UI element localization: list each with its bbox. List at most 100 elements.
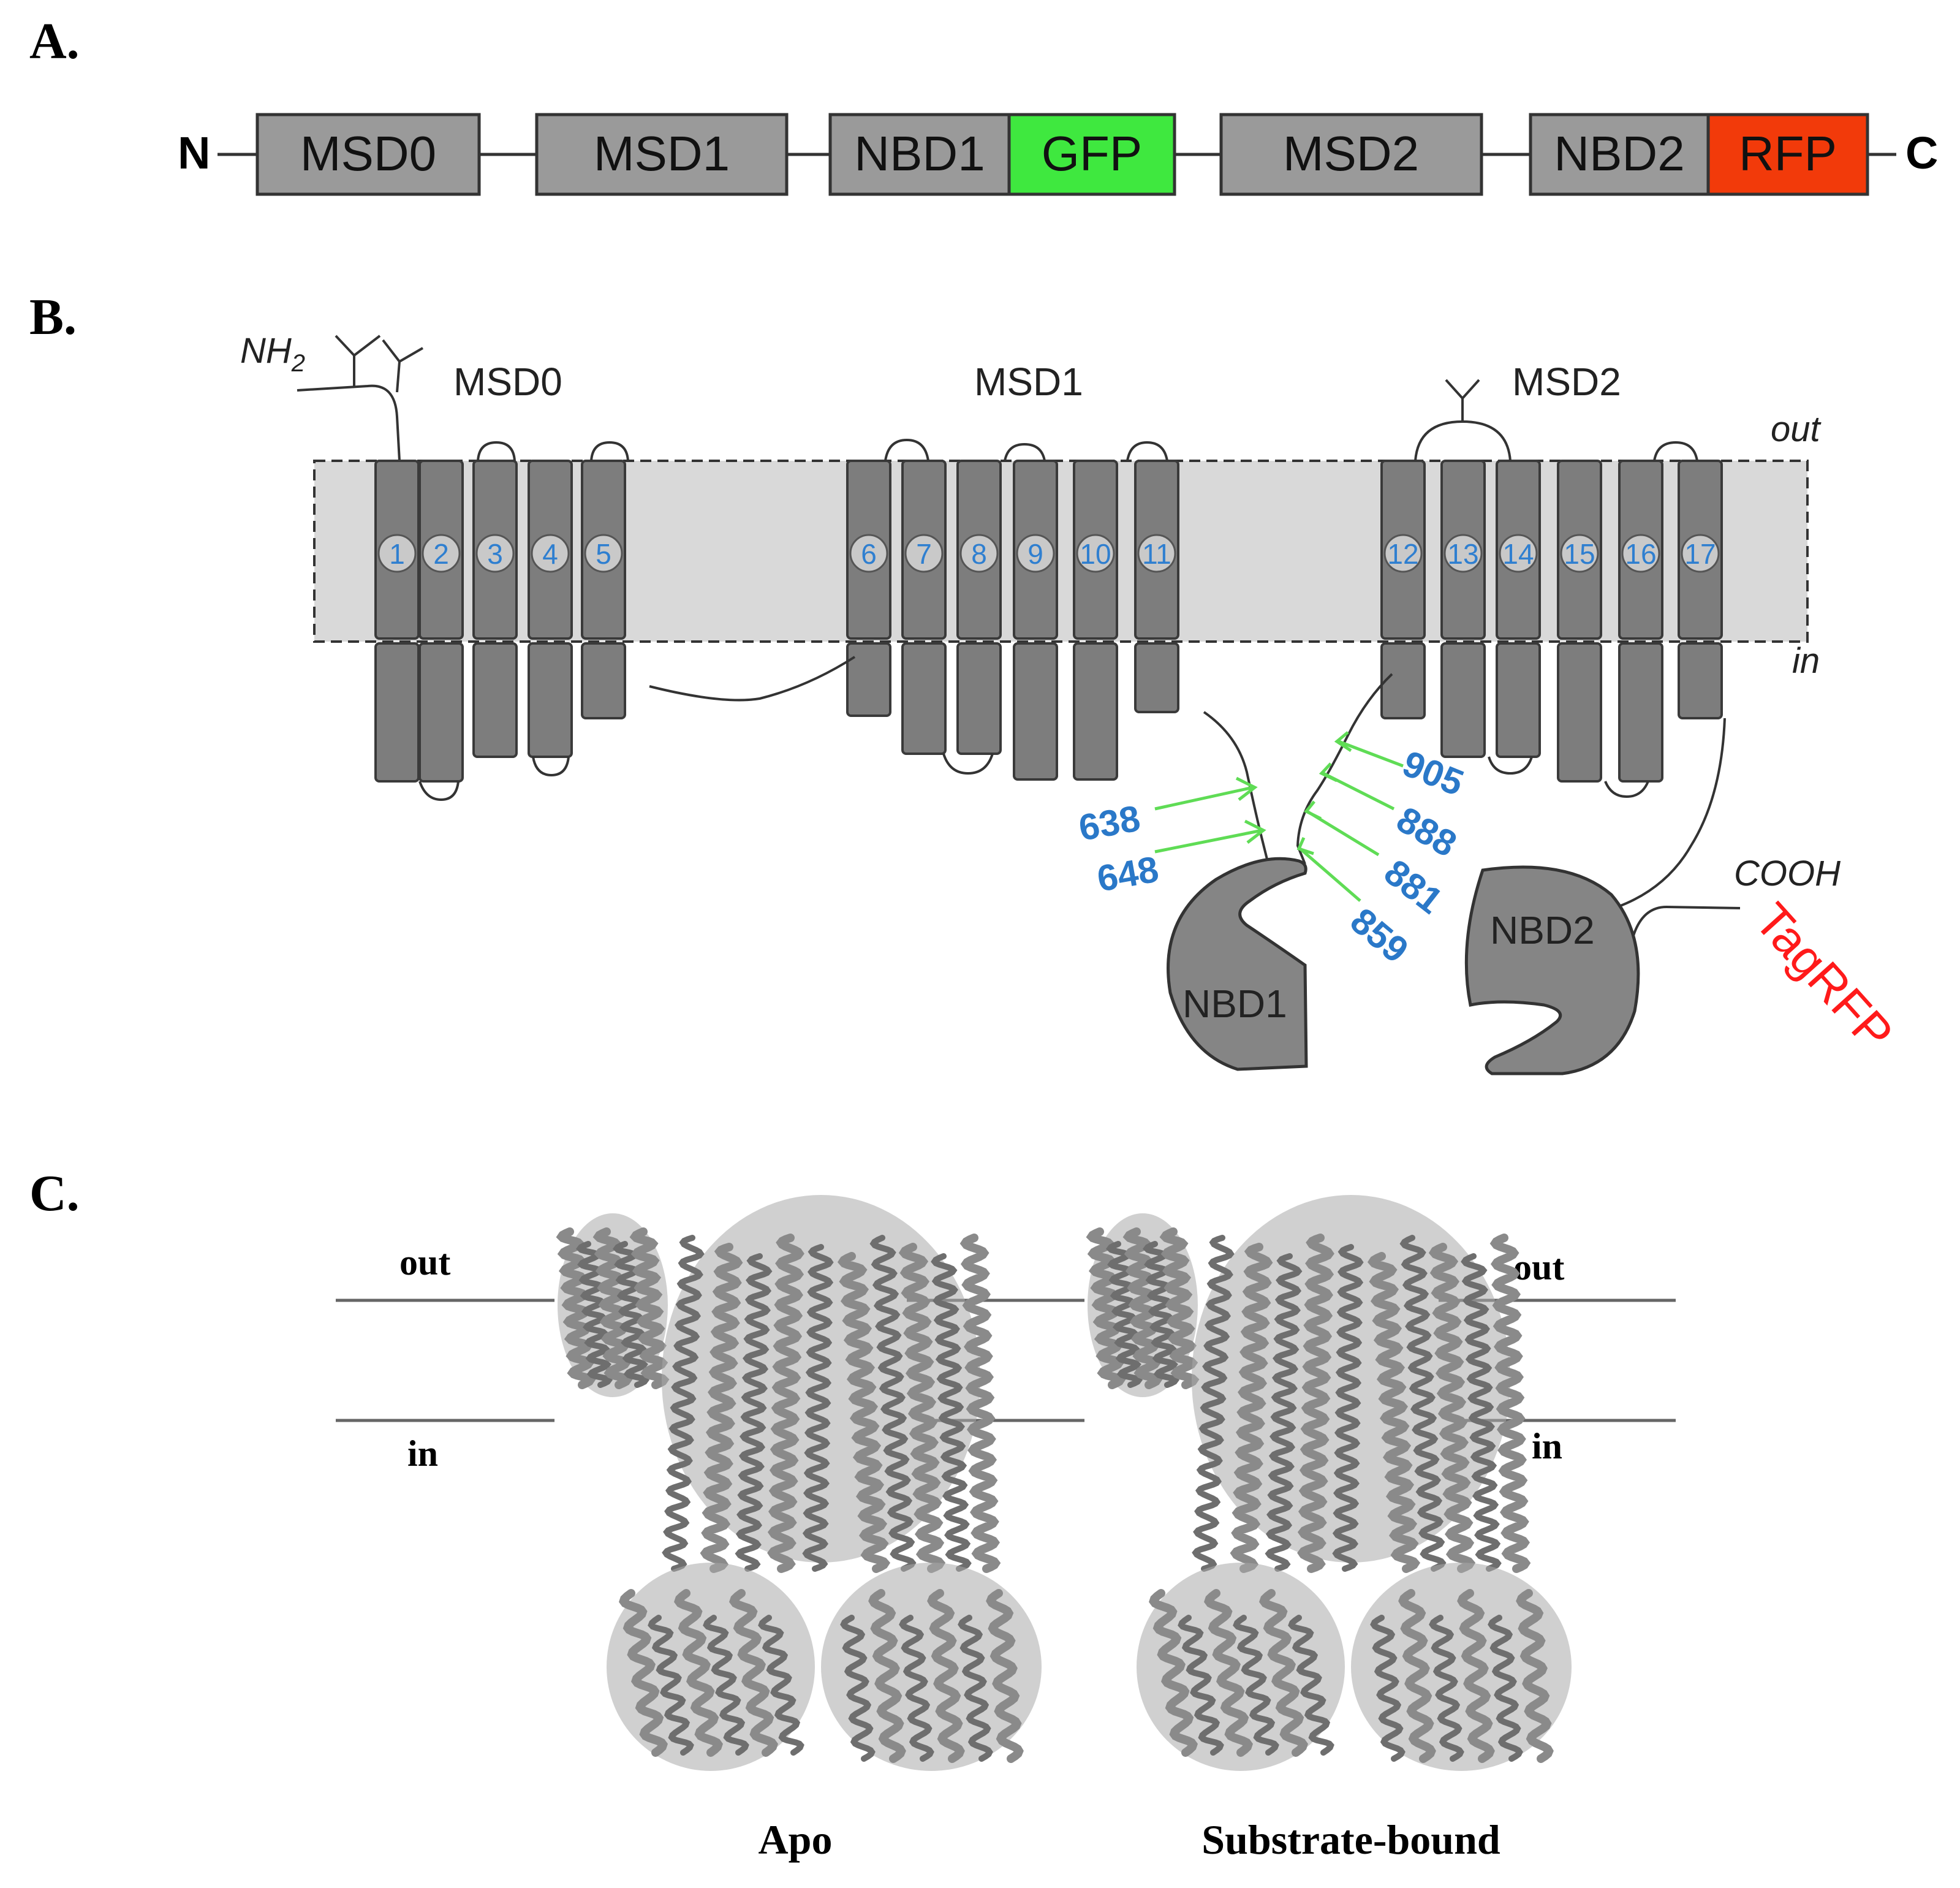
apo-nbd2-helix-3 — [899, 1615, 934, 1762]
apo-nbd1-helix-3 — [674, 1589, 723, 1757]
helix-2-marker — [422, 534, 461, 573]
helix-4-number: 4 — [542, 538, 558, 570]
left-out-label: out — [399, 1242, 450, 1283]
apo-tm-helix-10 — [959, 1234, 1001, 1573]
substrate-bound-caption: Substrate-bound — [1201, 1816, 1500, 1863]
helix-3-number: 3 — [487, 538, 503, 570]
helix-2-lower — [418, 642, 464, 783]
helix-16-marker — [1621, 534, 1660, 573]
helix-12-marker — [1383, 534, 1423, 573]
mutation-labels: 638 648 905 888 881 859 — [1076, 743, 1469, 971]
helix-6-marker — [849, 534, 888, 573]
bound-nbd1-helix-3 — [1204, 1589, 1253, 1757]
helix-10-number: 10 — [1080, 538, 1111, 570]
nh2-subscript: 2 — [291, 350, 305, 377]
nh2-label: NH — [240, 331, 292, 371]
helix-6-number: 6 — [861, 538, 877, 570]
bound-msd0-helix-4 — [1142, 1241, 1180, 1388]
helix-11-number: 11 — [1142, 538, 1171, 570]
bound-tm-helix-8 — [1428, 1243, 1476, 1573]
apo-nbd1-helix-5 — [729, 1589, 778, 1757]
helix-loops — [418, 420, 1741, 938]
nbd2-label: NBD2 — [1490, 908, 1595, 952]
bound-tm-helix-4 — [1297, 1234, 1334, 1573]
mutation-859: 859 — [1343, 900, 1417, 971]
msd1-label: MSD1 — [974, 360, 1083, 404]
apo-tm-helix-1 — [662, 1235, 705, 1572]
helix-3-lower — [472, 642, 518, 758]
apo-tm-helix-5 — [802, 1244, 834, 1572]
domain-nbd1-label: NBD1 — [854, 126, 985, 181]
nbd1-label: NBD1 — [1182, 982, 1287, 1026]
apo-tm-helix-4 — [767, 1234, 804, 1573]
apo-caption: Apo — [759, 1816, 833, 1863]
apo-nbd2-domain — [821, 1563, 1042, 1771]
helix-2-number: 2 — [433, 538, 449, 570]
bound-tm-helix-5 — [1332, 1244, 1364, 1572]
n-terminus-label: N — [178, 127, 210, 178]
helix-1-marker — [377, 534, 417, 573]
helix-8-lower — [956, 642, 1002, 755]
domain-nbd2-label: NBD2 — [1554, 126, 1684, 181]
glycosylation-icon — [1445, 379, 1480, 422]
helix-14-lower — [1496, 642, 1541, 758]
helix-17-marker — [1681, 534, 1720, 573]
bound-tm-helix-3 — [1265, 1253, 1303, 1572]
domain-msd0-label: MSD0 — [300, 126, 436, 181]
bound-msd0-helix-1 — [1086, 1227, 1126, 1389]
helix-5-lower — [581, 642, 626, 719]
cooh-label: COOH — [1734, 854, 1841, 893]
apo-msd0-helix-1 — [556, 1227, 596, 1389]
helix-7-number: 7 — [916, 538, 932, 570]
helix-16-lower — [1618, 642, 1663, 783]
right-in-label: in — [1532, 1426, 1562, 1466]
helix-3-marker — [475, 534, 515, 573]
domain-gfp-box — [1007, 113, 1176, 196]
bound-nbd1-helix-5 — [1259, 1589, 1308, 1757]
apo-nbd1-helix-2 — [648, 1615, 694, 1756]
bound-nbd2-helix-1 — [1370, 1615, 1406, 1762]
bound-tm-helix-2 — [1230, 1243, 1273, 1573]
right-out-label: out — [1513, 1247, 1564, 1287]
bound-nbd2-helix-5 — [1488, 1615, 1523, 1762]
apo-nbd2-helix-1 — [840, 1615, 876, 1762]
bound-tm-helix-6 — [1367, 1252, 1421, 1573]
helix-17-number: 17 — [1684, 538, 1716, 570]
apo-structure — [556, 1195, 1042, 1771]
domain-msd1-box — [535, 113, 789, 196]
tagrfp-label: TagRFP — [1744, 893, 1904, 1061]
apo-nbd2-helix-4 — [927, 1589, 965, 1763]
domain-rfp-label: RFP — [1739, 126, 1837, 181]
domain-msd2-label: MSD2 — [1283, 126, 1419, 181]
helix-9-number: 9 — [1027, 538, 1043, 570]
panel-a-letter: A. — [29, 13, 80, 70]
apo-tm-helix-7 — [869, 1235, 917, 1572]
out-label: out — [1771, 409, 1822, 449]
helix-16-number: 16 — [1625, 538, 1656, 570]
helix-15-marker — [1560, 534, 1599, 573]
mutation-648: 648 — [1094, 848, 1162, 899]
helix-9-lower — [1013, 642, 1058, 781]
helix-1-number: 1 — [389, 538, 405, 570]
helix-14-number: 14 — [1502, 538, 1534, 570]
helix-12-lower — [1380, 642, 1426, 719]
helix-15-lower — [1557, 642, 1602, 783]
bound-nbd1-helix-1 — [1149, 1589, 1198, 1757]
msd2-label: MSD2 — [1512, 360, 1621, 404]
domain-bar: N MSD0 MSD1 NBD1 GFP MSD2 NBD2 RFP C — [178, 113, 1938, 196]
apo-nbd1-helix-4 — [703, 1615, 749, 1756]
bound-nbd1-helix-2 — [1178, 1615, 1224, 1756]
helix-4-marker — [531, 534, 570, 573]
bound-tm-helix-7 — [1399, 1235, 1447, 1572]
nbd1-shape — [1167, 857, 1308, 1071]
apo-tm-helix-8 — [898, 1243, 946, 1573]
domain-nbd1-box — [828, 113, 1011, 196]
helix-5-marker — [584, 534, 623, 573]
bound-msd0-helix-2 — [1105, 1241, 1143, 1388]
apo-nbd2-helix-2 — [868, 1589, 906, 1763]
helix-13-number: 13 — [1447, 538, 1478, 570]
helix-1-lower — [374, 642, 420, 783]
helix-7-marker — [904, 534, 944, 573]
bound-nbd1-helix-4 — [1233, 1615, 1279, 1756]
